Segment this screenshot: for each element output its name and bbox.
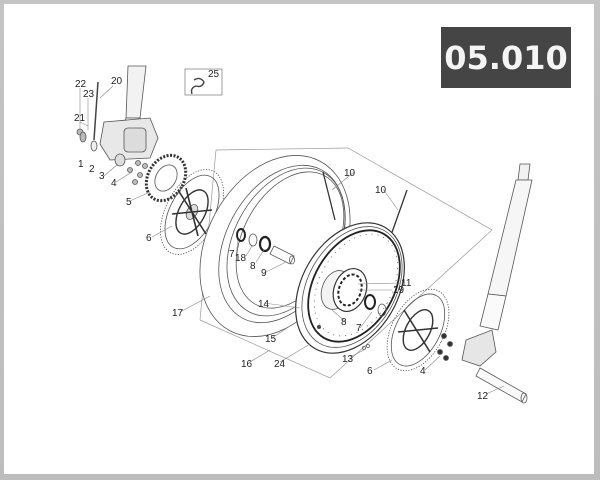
callout-label-c6a[interactable]: 6 — [146, 233, 152, 244]
callout-label-c1[interactable]: 1 — [78, 159, 84, 170]
callout-label-c22[interactable]: 22 — [75, 79, 87, 90]
callout-label-c20[interactable]: 20 — [111, 76, 123, 87]
right-brake-disc-icon — [386, 288, 453, 372]
left-fork-leg-icon — [93, 65, 159, 161]
callout-label-c24[interactable]: 24 — [274, 359, 286, 370]
callout-label-c16[interactable]: 16 — [241, 359, 253, 370]
callout-label-c15[interactable]: 15 — [265, 334, 277, 345]
wheel-hub-icon — [317, 268, 387, 350]
callout-label-c11[interactable]: 11 — [401, 278, 412, 289]
right-fork-leg-icon — [461, 163, 533, 367]
callout-label-c21[interactable]: 21 — [74, 113, 86, 124]
callout-label-c5[interactable]: 5 — [126, 197, 132, 208]
tone-wheel-icon — [144, 153, 188, 203]
callout-label-c3[interactable]: 3 — [99, 171, 105, 182]
callout-label-c12[interactable]: 12 — [477, 391, 489, 402]
callout-label-c6b[interactable]: 6 — [367, 366, 373, 377]
callout-label-c7a[interactable]: 7 — [229, 249, 235, 260]
leader-lines — [79, 85, 505, 395]
spring-clip-box — [184, 68, 223, 96]
reference-code-badge: 05.010 — [441, 27, 571, 88]
callout-label-c8a[interactable]: 8 — [250, 261, 256, 272]
spoke-icon — [322, 171, 408, 239]
small-hardware-icon — [76, 128, 148, 185]
bearing-set-icon — [236, 228, 295, 265]
callout-label-c19[interactable]: 19 — [393, 285, 405, 296]
callout-label-c9[interactable]: 9 — [261, 268, 267, 279]
callout-label-c8b[interactable]: 8 — [341, 317, 347, 328]
callout-label-c14[interactable]: 14 — [258, 299, 270, 310]
callout-label-c7b[interactable]: 7 — [356, 323, 362, 334]
callout-label-c10b[interactable]: 10 — [375, 185, 387, 196]
callout-label-c4b[interactable]: 4 — [420, 366, 426, 377]
callout-label-c2[interactable]: 2 — [89, 164, 95, 175]
callout-label-c10a[interactable]: 10 — [344, 168, 356, 179]
callout-label-c13[interactable]: 13 — [342, 354, 354, 365]
callout-label-c18[interactable]: 18 — [235, 253, 247, 264]
wheel-axle-icon — [475, 367, 528, 404]
callout-label-c17[interactable]: 17 — [172, 308, 184, 319]
callout-label-c23[interactable]: 23 — [83, 89, 95, 100]
callout-label-c25[interactable]: 25 — [208, 69, 220, 80]
callout-label-c4a[interactable]: 4 — [111, 178, 117, 189]
